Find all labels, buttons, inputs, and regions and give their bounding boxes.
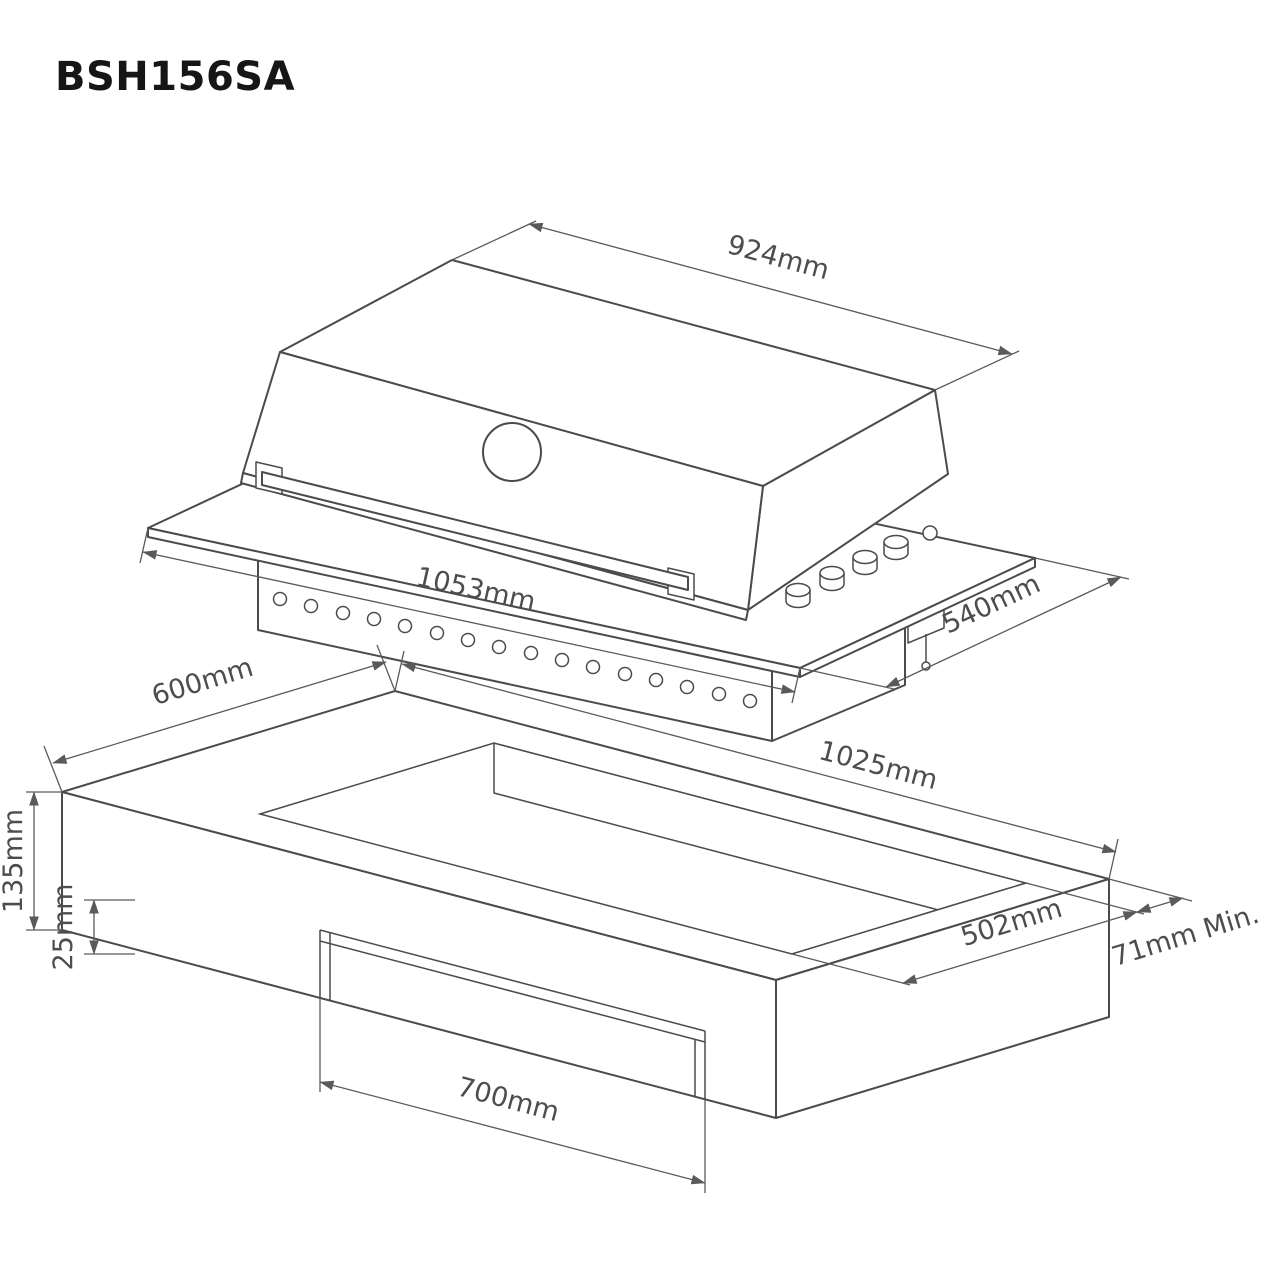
dim-bench-thickness: 135mm bbox=[0, 791, 62, 931]
dim-lip: 25mm bbox=[48, 884, 135, 971]
dim-label-1025: 1025mm bbox=[816, 735, 941, 796]
dim-edge-clearance: 71mm Min. bbox=[1108, 878, 1263, 973]
model-title: BSH156SA bbox=[55, 54, 295, 100]
dim-label-924: 924mm bbox=[724, 229, 833, 286]
bbq-grill-drawing bbox=[147, 259, 1036, 742]
temperature-gauge bbox=[482, 422, 542, 482]
dim-label-700: 700mm bbox=[454, 1071, 563, 1128]
dim-label-135: 135mm bbox=[0, 809, 29, 913]
igniter-button bbox=[922, 525, 938, 541]
dim-label-600: 600mm bbox=[148, 652, 257, 712]
control-knobs bbox=[785, 525, 938, 609]
dim-label-25: 25mm bbox=[48, 884, 79, 971]
bench-cutout-drawing bbox=[61, 690, 1110, 1119]
dim-label-71: 71mm Min. bbox=[1108, 899, 1262, 973]
